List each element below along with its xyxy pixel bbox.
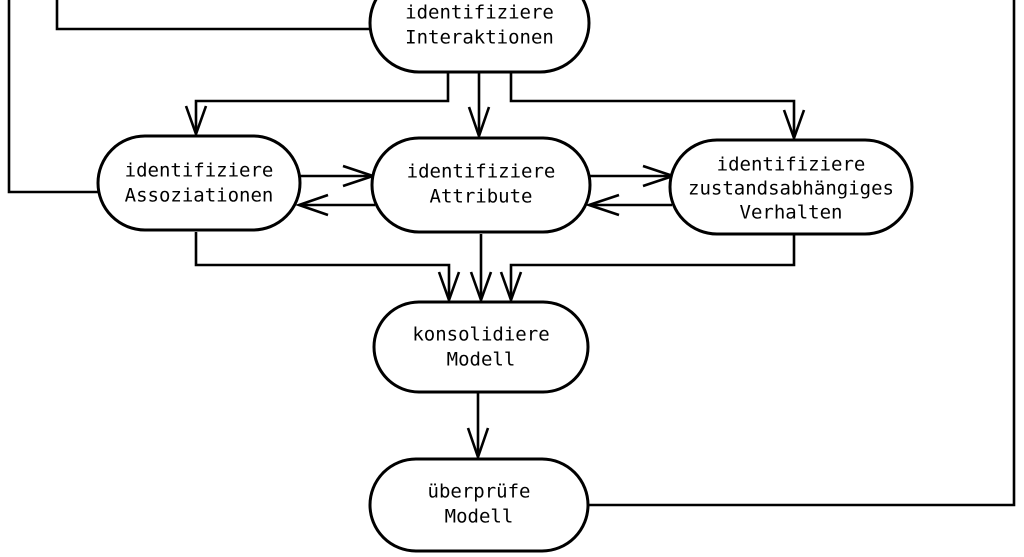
edge-interaktionen-to-attribute bbox=[467, 72, 491, 140]
node-label-line-3: Verhalten bbox=[740, 202, 843, 224]
node-label-line-2: Assoziationen bbox=[125, 185, 274, 207]
node-identifiziere-interaktionen[interactable]: identifiziere Interaktionen bbox=[368, 0, 591, 74]
node-label-line-2: zustandsabhängiges bbox=[688, 178, 894, 200]
edge-interaktionen-to-verhalten bbox=[509, 72, 806, 142]
node-label-line-1: konsolidiere bbox=[412, 324, 549, 346]
node-label-line-2: Interaktionen bbox=[405, 27, 554, 49]
edge-attribute-to-verhalten bbox=[586, 164, 678, 188]
edge-feedback-left-outer-to-assoziationen bbox=[7, 0, 104, 194]
edge-feedback-left-inner-to-interaktionen bbox=[55, 0, 372, 31]
node-label-line-1: identifiziere bbox=[125, 160, 274, 182]
node-label-line-1: identifiziere bbox=[405, 2, 554, 24]
edge-attribute-to-assoziationen bbox=[295, 193, 375, 217]
node-label-line-2: Modell bbox=[445, 506, 514, 528]
node-ueberpruefe-modell[interactable]: überprüfe Modell bbox=[368, 457, 590, 553]
node-identifiziere-assoziationen[interactable]: identifiziere Assoziationen bbox=[96, 134, 302, 232]
edge-konsolidiere-to-ueberpruefe bbox=[466, 392, 490, 461]
node-label-line-2: Modell bbox=[447, 349, 516, 371]
node-label-line-1: identifiziere bbox=[717, 154, 866, 176]
node-label-line-2: Attribute bbox=[430, 186, 533, 208]
edge-assoziationen-to-konsolidiere bbox=[194, 232, 461, 304]
node-label-line-1: überprüfe bbox=[428, 481, 531, 503]
edge-assoziationen-to-attribute bbox=[292, 164, 378, 188]
node-konsolidiere-modell[interactable]: konsolidiere Modell bbox=[372, 300, 590, 394]
edge-attribute-to-konsolidiere bbox=[469, 234, 493, 304]
node-identifiziere-attribute[interactable]: identifiziere Attribute bbox=[370, 136, 592, 234]
edge-interaktionen-to-assoziationen bbox=[184, 72, 450, 138]
edge-ueberpruefe-to-offscreen-right bbox=[586, 0, 1016, 507]
node-identifiziere-zustandsabhaengiges-verhalten[interactable]: identifiziere zustandsabhängiges Verhalt… bbox=[668, 138, 914, 236]
edge-verhalten-to-attribute bbox=[584, 193, 672, 217]
edge-verhalten-to-konsolidiere bbox=[499, 234, 796, 304]
node-label-line-1: identifiziere bbox=[407, 161, 556, 183]
